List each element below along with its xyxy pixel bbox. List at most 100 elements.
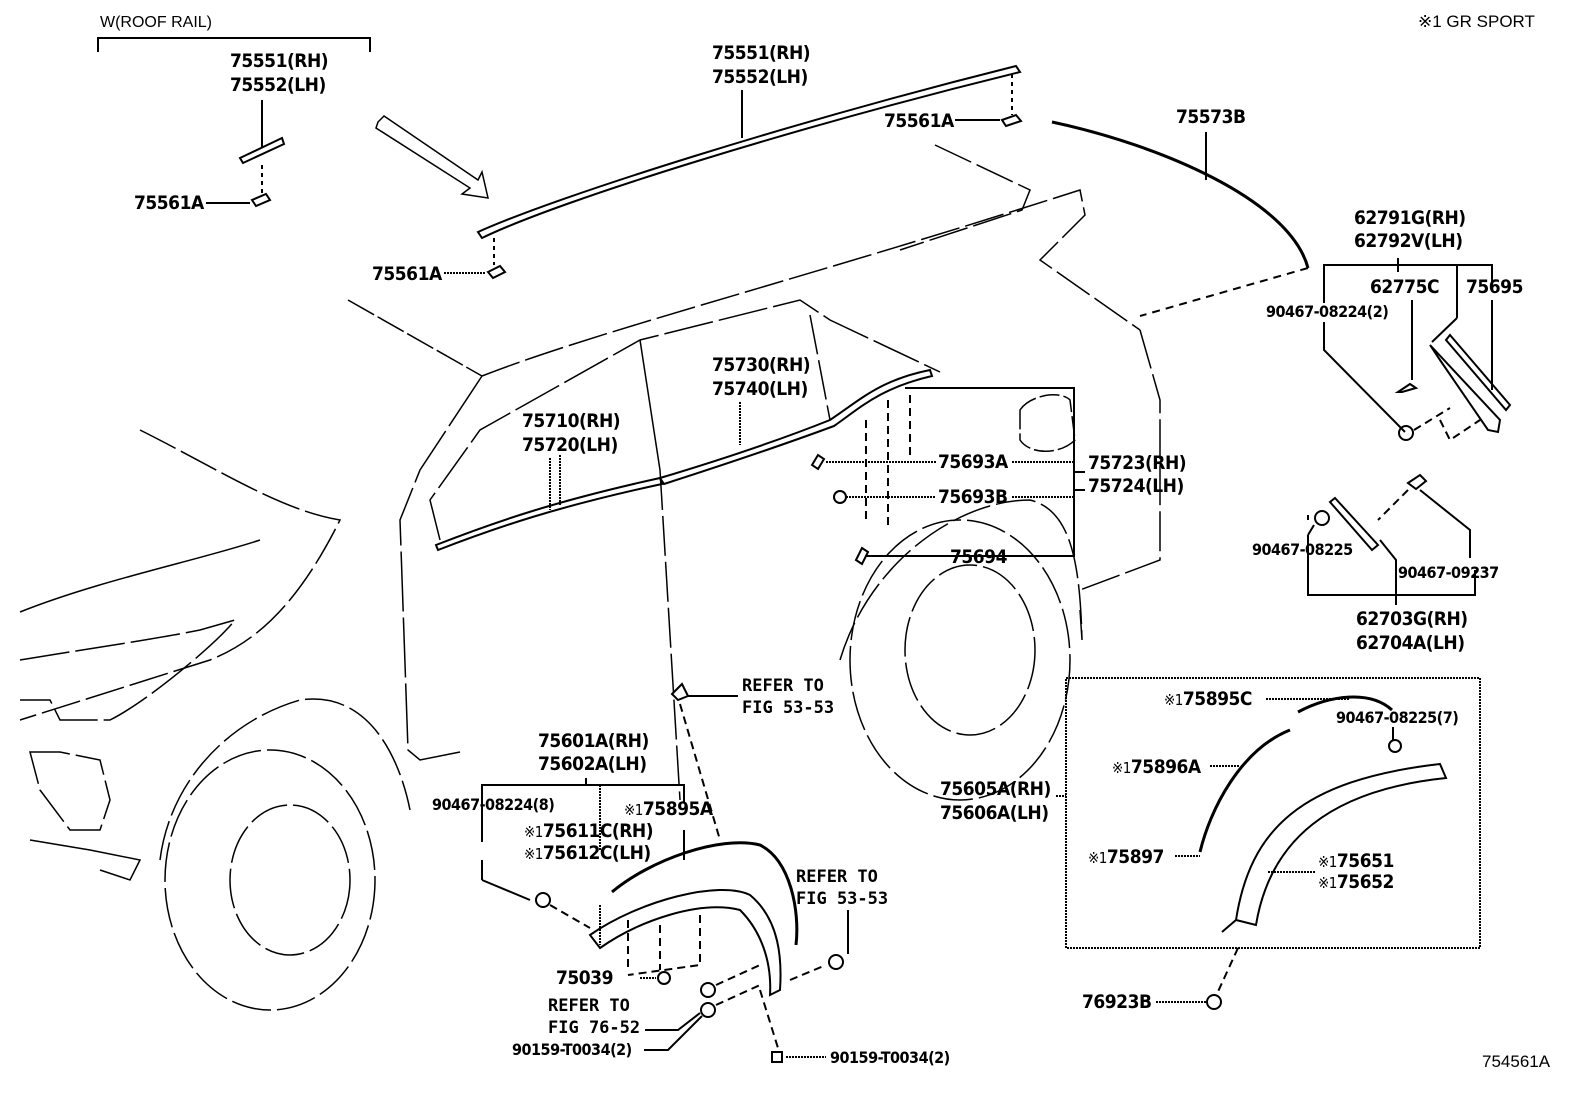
front-flare-bracket [481,784,685,842]
spoiler-clip-90467 [1398,425,1414,441]
part-label-rear-flare-lh[interactable]: 75606A(LH) [940,802,1049,824]
front-flare-retainer-75039 [657,971,671,985]
part-label-rear-garnish-clip-b[interactable]: 90467-09237 [1398,563,1499,582]
gr-sport-note: ※1 GR SPORT [1418,12,1535,31]
front-wheel [164,749,376,1011]
screw-90159-a [700,1002,716,1018]
part-label-front-flare-retainer[interactable]: 75039 [556,967,613,989]
part-label-quarter-rh[interactable]: 75723(RH) [1088,452,1187,474]
roof-rail-group-label: W(ROOF RAIL) [100,14,212,31]
part-number: 75895C [1182,688,1253,710]
part-number: 75652 [1336,871,1394,893]
rear-wheel [849,519,1071,801]
roof-rail [476,64,1022,240]
rear-moulding-75573B [1051,120,1310,269]
roof-clip-rear [1000,113,1023,128]
spoiler-part [1429,344,1502,434]
vehicle-body-outline [19,144,1161,1011]
part-label-screw-a[interactable]: 90159-T0034(2) [512,1040,632,1059]
part-label-screw-b[interactable]: 90159-T0034(2) [830,1048,950,1067]
part-label-spoiler-sub[interactable]: 62775C [1370,276,1440,298]
part-label-rear-moulding[interactable]: 75573B [1176,106,1246,128]
part-label-spoiler-clip[interactable]: 90467-08224(2) [1266,302,1389,321]
part-label-front-belt-rh[interactable]: 75710(RH) [522,410,621,432]
part-label-rear-garnish-rh[interactable]: 62703G(RH) [1356,608,1468,630]
part-label-front-flare-clip[interactable]: 90467-08224(8) [432,795,555,814]
part-number: 75612C(LH) [542,842,651,864]
part-number: 75611C(RH) [542,820,654,842]
gr-sport-mark: ※1 [1088,849,1107,867]
reference-line1: REFER TO [548,996,630,1016]
part-label-roof-clip-front[interactable]: 75561A [372,263,442,285]
part-label-front-flare-sub-rh[interactable]: ※175611C(RH) [524,820,654,843]
part-number: 75651 [1336,850,1394,872]
part-label-rear-flare-sub-c[interactable]: ※175895C [1164,688,1252,711]
direction-arrow [375,115,489,199]
reference-line2: FIG 53-53 [742,698,835,718]
front-flare-part [588,888,782,997]
part-label-rear-flare-sub-end[interactable]: ※175897 [1088,846,1164,869]
rear-garnish-part [1328,496,1380,552]
part-label-roof-clip-rear[interactable]: 75561A [884,110,954,132]
roof-clip-inset [250,192,272,208]
part-label-roof-rail-lh[interactable]: 75552(LH) [712,66,808,88]
gr-sport-mark: ※1 [1318,874,1337,892]
part-label-roof-rail-inset-lh[interactable]: 75552(LH) [230,74,326,96]
rear-flare-garnish-part [1234,762,1448,927]
part-label-rear-flare-clip[interactable]: 90467-08225(7) [1336,708,1459,727]
rear-garnish-clip-b [1406,473,1428,491]
gr-sport-mark: ※1 [524,823,543,841]
part-label-spoiler-lh[interactable]: 62792V(LH) [1354,230,1463,252]
part-label-front-flare-rh[interactable]: 75601A(RH) [538,730,649,752]
part-label-front-flare-sub-lh[interactable]: ※175612C(LH) [524,842,651,865]
part-label-rear-garnish-clip-a[interactable]: 90467-08225 [1252,540,1353,559]
figure-id: 754561A [1482,1052,1551,1071]
part-label-rear-flare-garnish-a[interactable]: ※175651 [1318,850,1394,873]
part-label-clip-75693B[interactable]: 75693B [938,486,1008,508]
part-label-clip-75693A[interactable]: 75693A [938,451,1008,473]
front-flare-sub-75895A [611,841,799,946]
part-label-spoiler-rh[interactable]: 62791G(RH) [1354,207,1466,229]
part-label-quarter-lh[interactable]: 75724(LH) [1088,475,1184,497]
rear-hub [904,564,1036,736]
screw-refer-76-52 [700,982,716,998]
part-label-front-belt-lh[interactable]: 75720(LH) [522,434,618,456]
reference-line1: REFER TO [796,867,878,887]
front-belt-moulding [434,476,664,552]
rear-belt-moulding [658,368,934,486]
rear-flare-sub-75896A [1198,728,1291,853]
part-label-front-flare-lh[interactable]: 75602A(LH) [538,753,647,775]
part-label-spoiler-pad[interactable]: 75695 [1466,276,1523,298]
front-hub [229,804,351,956]
part-label-front-flare-sub-a[interactable]: ※175895A [624,798,713,821]
part-label-rear-flare-garnish-b[interactable]: ※175652 [1318,871,1394,894]
clip-75694 [854,546,870,566]
part-label-rear-flare-sub-a[interactable]: ※175896A [1112,756,1201,779]
clip-refer-53-53-b [828,954,844,970]
roof-clip-front [486,264,507,280]
part-label-clip-75694[interactable]: 75694 [950,546,1007,568]
roof-rail-group-bracket [97,37,371,52]
part-label-rear-garnish-lh[interactable]: 62704A(LH) [1356,632,1465,654]
part-number: 75897 [1106,846,1164,868]
part-label-roof-clip-inset[interactable]: 75561A [134,192,204,214]
clip-75693A [810,453,826,471]
part-label-rear-flare-bottom-clip[interactable]: 76923B [1082,991,1152,1013]
part-label-rear-belt-rh[interactable]: 75730(RH) [712,354,811,376]
part-label-roof-rail-inset-rh[interactable]: 75551(RH) [230,50,329,72]
reference-line2: FIG 53-53 [796,889,889,909]
spoiler-pad [1444,333,1512,412]
reference-line2: FIG 76-52 [548,1018,641,1038]
spoiler-bracket [1323,264,1493,303]
part-label-rear-flare-rh[interactable]: 75605A(RH) [940,778,1051,800]
gr-sport-mark: ※1 [1112,759,1131,777]
clip-75693B [833,490,847,504]
reference-line1: REFER TO [742,676,824,696]
part-label-rear-belt-lh[interactable]: 75740(LH) [712,378,808,400]
gr-sport-mark: ※1 [1318,853,1337,871]
part-label-roof-rail-rh[interactable]: 75551(RH) [712,42,811,64]
